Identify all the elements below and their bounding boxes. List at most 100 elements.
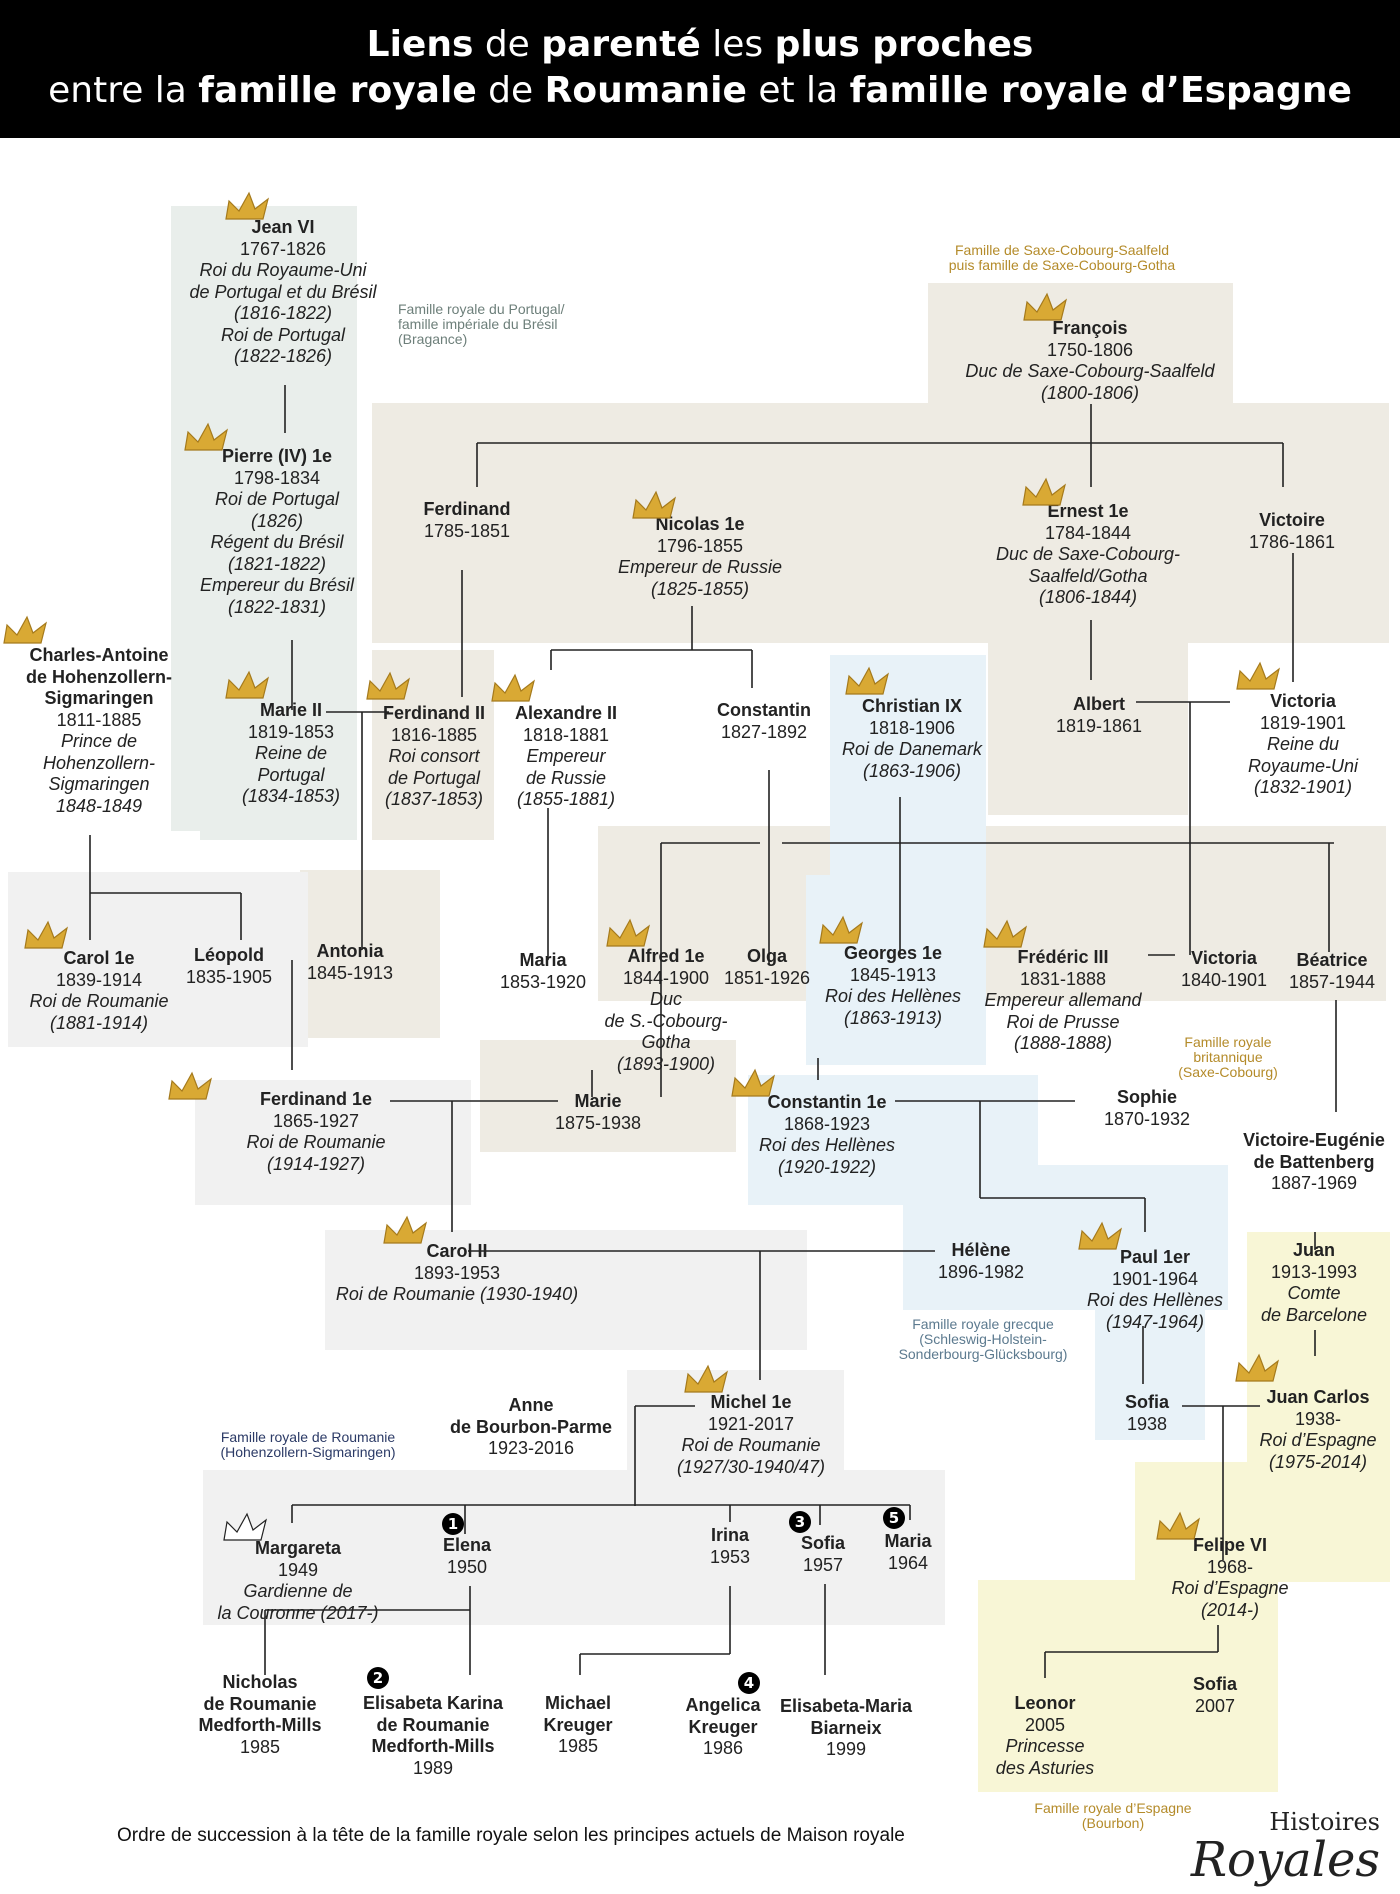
person-name: Ernest 1e — [1047, 501, 1129, 521]
person-dates: 1968- — [1206, 1556, 1254, 1577]
person-name: Marie II — [259, 700, 323, 720]
line1-run: parenté — [541, 24, 701, 65]
person-name: Felipe VI — [1192, 1535, 1268, 1555]
crown-icon — [364, 669, 412, 705]
person-title: Roi de Prusse — [1006, 1011, 1120, 1032]
person-title: Portugal — [257, 764, 325, 785]
person-name: de Battenberg — [1253, 1151, 1375, 1172]
person-title: Roi de Portugal — [220, 324, 346, 345]
person-title: de Barcelone — [1260, 1304, 1368, 1325]
person-title: Princesse — [1005, 1736, 1085, 1756]
person-name: Georges 1e — [843, 943, 943, 963]
person-title: (1816-1822) — [233, 303, 333, 323]
person-dates: 1819-1853 — [247, 721, 335, 742]
person-name: Juan Carlos — [1266, 1387, 1370, 1407]
person-title: 1848-1849 — [55, 795, 143, 816]
person-dates: 1985 — [557, 1736, 599, 1756]
person-name: Sofia — [1124, 1392, 1170, 1412]
succession-rank-badge: 5 — [883, 1507, 905, 1529]
family-label-britannique: Famille royale britannique (Saxe-Cobourg… — [1178, 1034, 1278, 1080]
person-title: Duc — [649, 989, 683, 1009]
person-title: Roi d’Espagne — [1259, 1430, 1377, 1450]
person-name: Antonia — [316, 941, 384, 961]
person-title: (1927/30-1940/47) — [676, 1456, 826, 1477]
region-portugal-extra — [200, 640, 357, 840]
crown-icon — [1233, 1351, 1281, 1387]
person-dates: 1913-1993 — [1270, 1261, 1358, 1282]
region-grece-sofia — [1095, 1300, 1205, 1440]
person-name: Christian IX — [861, 696, 963, 716]
person-name: Victoria — [1191, 948, 1257, 968]
person-title: Royaume-Uni — [1247, 755, 1359, 776]
person-dates: 1840-1901 — [1180, 969, 1268, 990]
person-dates: 1901-1964 — [1111, 1268, 1199, 1289]
person-dates: 1796-1855 — [656, 535, 744, 556]
person-title: (1947-1964) — [1105, 1311, 1205, 1332]
logo-top: Histoires — [1269, 1808, 1380, 1836]
person-title: Saalfeld/Gotha — [1028, 565, 1148, 586]
person-title: (1837-1853) — [384, 789, 484, 809]
person-title: Roi des Hellènes — [824, 986, 962, 1006]
person-title: (1855-1881) — [516, 789, 616, 809]
person-title: Empereur allemand — [984, 990, 1142, 1010]
person-title: (1800-1806) — [1040, 382, 1140, 403]
person-dates: 1845-1913 — [849, 964, 937, 985]
region-saxe-marie — [480, 1040, 736, 1152]
person-title: Duc de Saxe-Cobourg-Saalfeld — [965, 361, 1215, 381]
family-label-saxe: Famille de Saxe-Cobourg-Saalfeld puis fa… — [948, 242, 1176, 273]
person-dates: 1818-1881 — [522, 724, 610, 745]
person-title: Empereur du Brésil — [199, 575, 355, 595]
person-title: de Russie — [525, 767, 607, 788]
person-name: Sophie — [1116, 1087, 1177, 1107]
region-roumanie-carol2 — [325, 1230, 807, 1350]
person-title: Roi de Portugal — [214, 489, 340, 509]
person-name: de Roumanie — [203, 1693, 317, 1714]
person-name: Constantin 1e — [767, 1092, 887, 1112]
succession-rank-badge: 3 — [789, 1511, 811, 1533]
person-name: de Roumanie — [376, 1714, 490, 1735]
person-name: Olga — [746, 946, 787, 966]
person-title: Roi de Roumanie — [29, 991, 169, 1011]
person-name: Ferdinand — [423, 499, 511, 519]
person-dates: 1853-1920 — [499, 971, 587, 992]
person-name: Michael — [544, 1693, 612, 1713]
person-name: Constantin — [717, 700, 811, 720]
person-title: (1920-1922) — [777, 1156, 877, 1177]
person-name: Carol II — [426, 1241, 488, 1261]
person-dates: 1957 — [802, 1554, 844, 1575]
region-grece-band — [806, 875, 986, 1065]
histoires-royales-logo: Histoires Royales — [1191, 1808, 1390, 1888]
person-dates: 1857-1944 — [1288, 971, 1376, 992]
person-title: Gardienne de — [243, 1581, 353, 1601]
crown-icon — [1234, 659, 1282, 695]
person-dates: 2007 — [1194, 1695, 1236, 1716]
line2-run: Roumanie — [544, 70, 747, 111]
succession-footnote: Ordre de succession à la tête de la fami… — [117, 1825, 905, 1846]
person-dates: 1868-1923 — [783, 1113, 871, 1134]
person-name: Anne — [508, 1395, 554, 1415]
person-dates: 1923-2016 — [487, 1438, 575, 1458]
person-name: de Bourbon-Parme — [449, 1416, 613, 1437]
region-espagne-leonor — [978, 1580, 1278, 1792]
person-dates: 1964 — [887, 1552, 929, 1573]
person-dates: 1845-1913 — [306, 962, 394, 983]
person-title: (1893-1900) — [616, 1053, 716, 1074]
person-title: (1914-1927) — [266, 1153, 366, 1174]
line1-run: Liens — [366, 24, 474, 65]
crown-icon — [1, 613, 49, 649]
person-dates: 1870-1932 — [1103, 1108, 1191, 1129]
line2-run: de — [476, 70, 545, 111]
page-header: Liens de parenté les plus proches entre … — [0, 0, 1400, 138]
